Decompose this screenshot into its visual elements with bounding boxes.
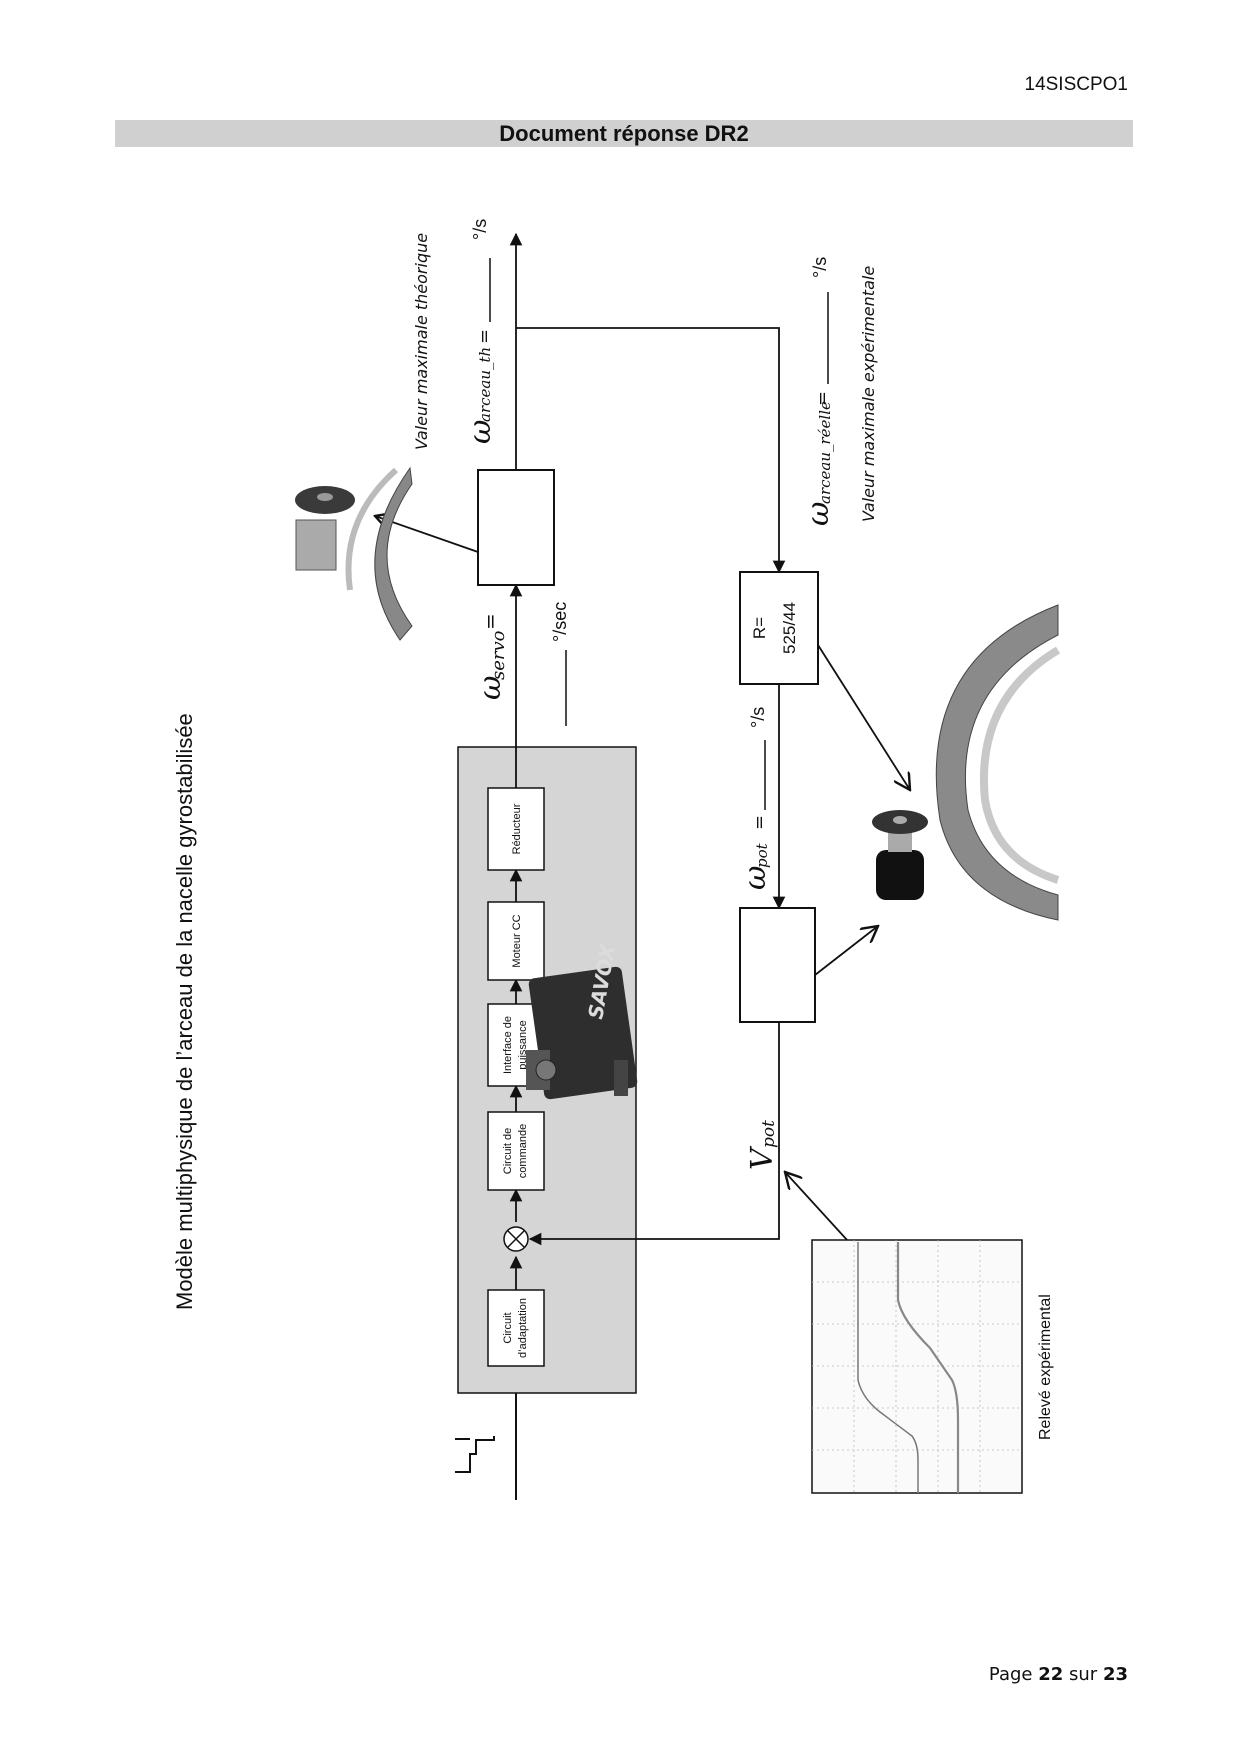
svg-text:ω: ω bbox=[473, 676, 508, 700]
svg-text:pot: pot bbox=[753, 842, 771, 868]
block-commande: Circuit de commande bbox=[487, 1111, 545, 1191]
svg-text:=: = bbox=[812, 391, 833, 406]
svg-text:Moteur CC: Moteur CC bbox=[511, 914, 523, 967]
svg-text:V: V bbox=[745, 1145, 780, 1170]
svg-text:ω: ω bbox=[463, 420, 498, 444]
servo-motor-image: SAVOX bbox=[526, 941, 638, 1100]
svg-text:°/s: °/s bbox=[470, 219, 490, 240]
svg-text:commande: commande bbox=[517, 1124, 529, 1178]
svg-text:ω: ω bbox=[801, 502, 836, 526]
svg-text:°/s: °/s bbox=[810, 257, 830, 278]
svg-text:arceau_th: arceau_th bbox=[476, 347, 494, 422]
omega-arceau-th-label: ω arceau_th = °/s Valeur maximale théori… bbox=[412, 219, 498, 450]
svg-text:=: = bbox=[474, 329, 495, 344]
block-moteur-cc: Moteur CC bbox=[487, 901, 545, 981]
potentiometer-gear-image bbox=[872, 604, 1061, 921]
svg-text:Interface de: Interface de bbox=[502, 1016, 514, 1074]
svg-text:Relevé expérimental: Relevé expérimental bbox=[1037, 1294, 1054, 1440]
svg-text:Circuit de: Circuit de bbox=[502, 1128, 514, 1174]
svg-text:R=: R= bbox=[750, 617, 769, 639]
omega-arceau-reelle-label: ω arceau_réelle = °/s Valeur maximale ex… bbox=[801, 257, 878, 526]
svg-text:Circuit: Circuit bbox=[502, 1312, 514, 1343]
block-potentiometre bbox=[739, 907, 816, 1023]
svg-text:arceau_réelle: arceau_réelle bbox=[816, 401, 834, 504]
svg-text:°/s: °/s bbox=[748, 707, 768, 728]
diagram-title: Modèle multiphysique de l’arceau de la n… bbox=[172, 713, 197, 1310]
document-code: 14SISCPO1 bbox=[1024, 74, 1129, 95]
omega-pot-label: ω pot = °/s bbox=[738, 707, 773, 890]
svg-text:=: = bbox=[749, 815, 770, 830]
svg-text:525/44: 525/44 bbox=[780, 602, 799, 654]
step-signal-icon bbox=[455, 1436, 495, 1473]
svg-text:°/sec: °/sec bbox=[550, 602, 570, 642]
svg-text:d’adaptation: d’adaptation bbox=[517, 1298, 529, 1358]
svg-text:Valeur maximale théorique: Valeur maximale théorique bbox=[412, 233, 431, 450]
page-number: Page 22 sur 23 bbox=[988, 1664, 1128, 1685]
svg-text:pot: pot bbox=[759, 1120, 779, 1148]
experimental-plot-image: Relevé expérimental bbox=[811, 1239, 1054, 1494]
comparator-icon bbox=[503, 1226, 529, 1252]
svg-text:=: = bbox=[478, 613, 502, 630]
v-pot-label: V pot bbox=[745, 1120, 780, 1170]
svg-text:Réducteur: Réducteur bbox=[511, 803, 523, 854]
omega-servo-label: ω servo = °/sec bbox=[473, 602, 570, 726]
svg-text:ω: ω bbox=[738, 866, 773, 890]
svg-text:servo: servo bbox=[488, 630, 509, 680]
block-adaptation: Circuit d’adaptation bbox=[487, 1289, 545, 1367]
page-title: Document réponse DR2 bbox=[115, 120, 1133, 147]
block-reducteur: Réducteur bbox=[487, 787, 545, 871]
block-ratio: R= 525/44 bbox=[739, 571, 819, 685]
svg-text:Valeur maximale expérimentale: Valeur maximale expérimentale bbox=[859, 266, 878, 522]
block-arceau bbox=[477, 469, 555, 586]
arceau-gear-image bbox=[295, 466, 413, 641]
